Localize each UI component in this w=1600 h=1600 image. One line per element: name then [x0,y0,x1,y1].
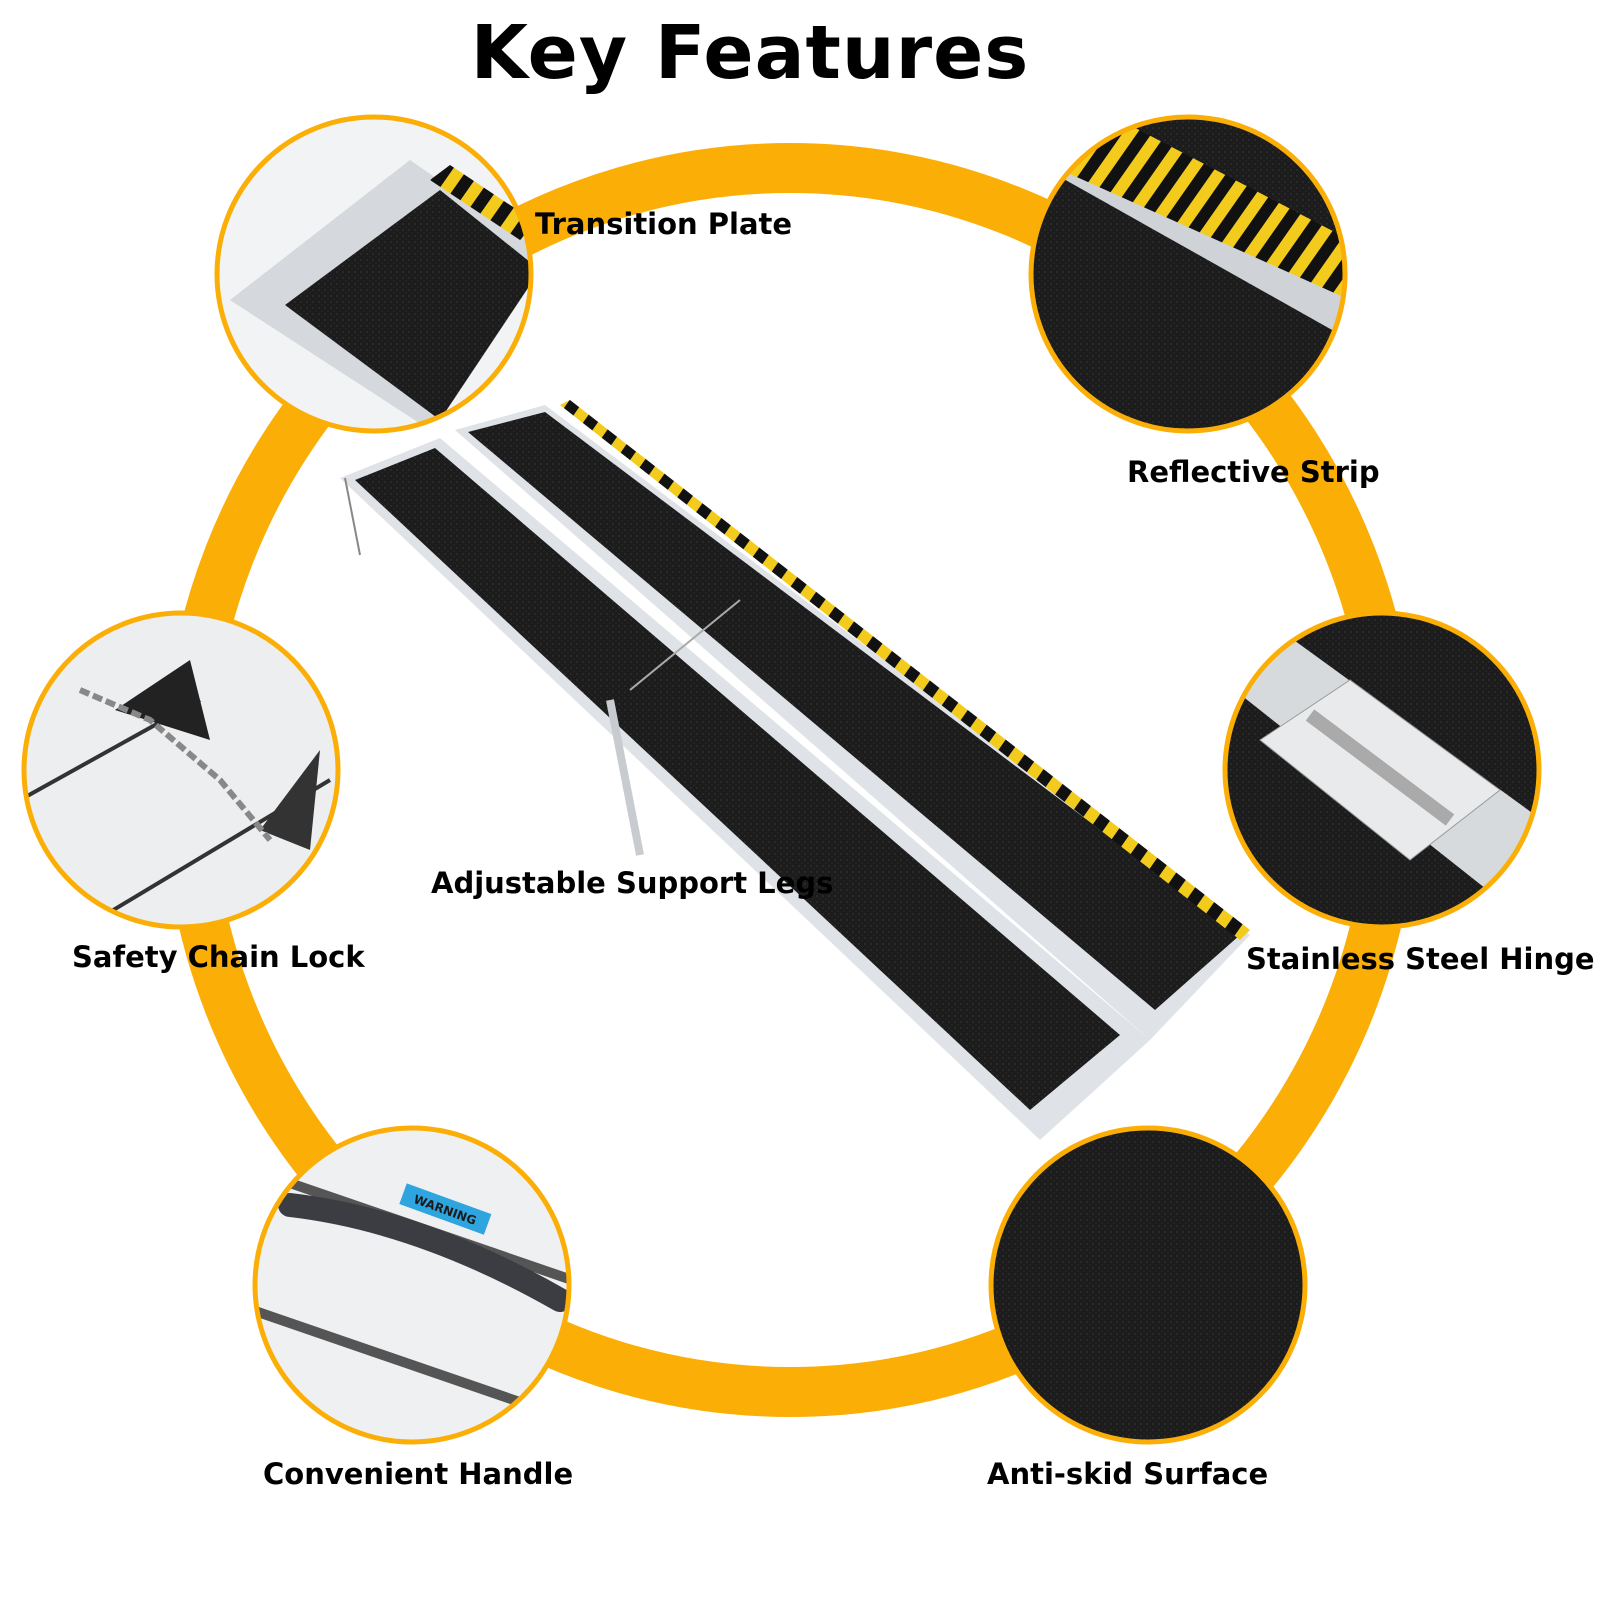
transition-plate-photo [219,119,529,429]
label-transition-plate: Transition Plate [535,207,793,241]
label-adjustable-support-legs: Adjustable Support Legs [431,866,834,900]
label-convenient-handle: Convenient Handle [263,1457,574,1491]
anti-skid-photo [993,1130,1303,1440]
label-anti-skid-surface: Anti-skid Surface [987,1457,1269,1491]
safety-chain-photo [26,615,336,925]
handle-photo: WARNING [257,1130,567,1440]
page-title: Key Features [470,10,1030,96]
label-safety-chain-lock: Safety Chain Lock [72,940,365,974]
label-stainless-steel-hinge: Stainless Steel Hinge [1246,942,1595,976]
label-reflective-strip: Reflective Strip [1127,455,1380,489]
hinge-photo [1227,615,1537,925]
reflective-strip-photo [1033,119,1343,429]
ramp-photo [340,400,1250,1140]
